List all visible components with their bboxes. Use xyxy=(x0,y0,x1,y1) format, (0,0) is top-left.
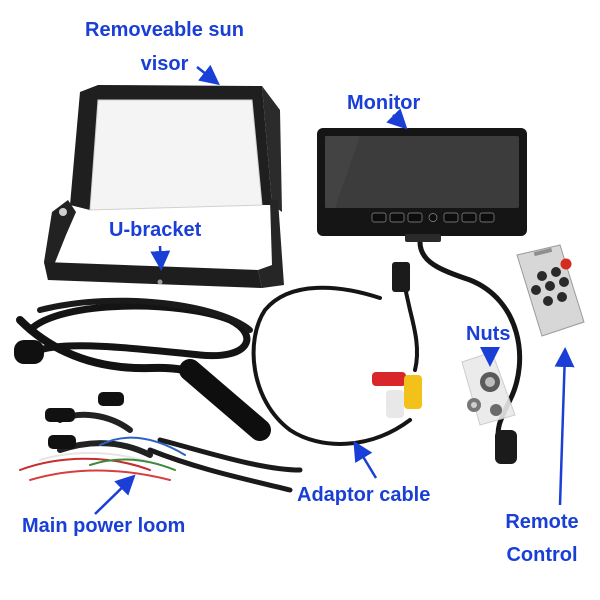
main-power-loom-cable xyxy=(14,297,303,493)
label-remote-line2: Control xyxy=(506,544,578,566)
label-remote-line1: Remote xyxy=(505,511,579,533)
label-main-power-loom: Main power loom xyxy=(22,515,186,537)
sun-visor xyxy=(70,85,282,212)
label-sun-visor-line1: Removeable sun xyxy=(85,19,244,41)
adaptor-cable xyxy=(251,262,523,464)
label-monitor: Monitor xyxy=(347,92,421,114)
remote-control-device xyxy=(516,244,585,337)
label-adaptor-cable: Adaptor cable xyxy=(297,484,431,506)
label-u-bracket: U-bracket xyxy=(109,219,202,241)
nuts-bag xyxy=(461,351,516,426)
label-nuts: Nuts xyxy=(466,323,511,345)
label-sun-visor-line2: visor xyxy=(140,53,189,75)
monitor-button-row xyxy=(371,212,495,223)
u-bracket xyxy=(44,200,284,288)
monitor-device xyxy=(317,128,527,283)
